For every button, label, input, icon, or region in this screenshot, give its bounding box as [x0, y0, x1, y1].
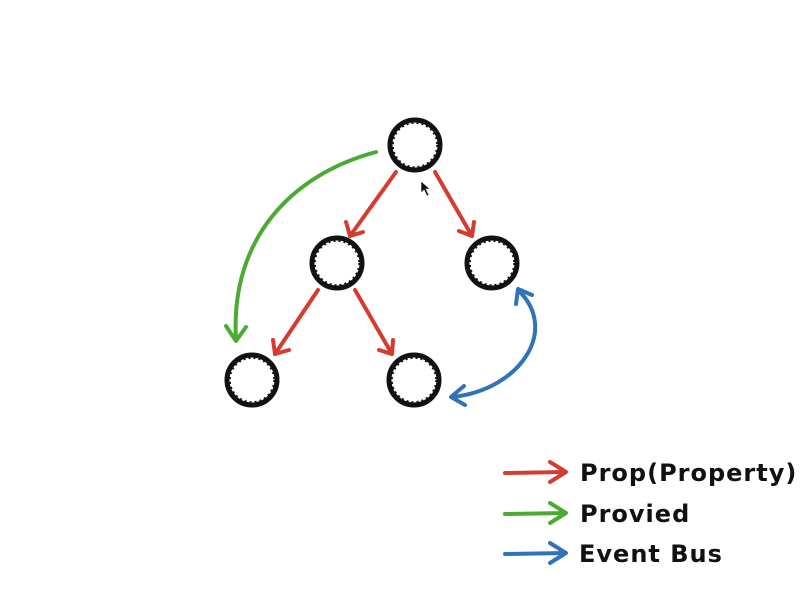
- nodes: [224, 117, 520, 408]
- legend-label-event-bus: Event Bus: [579, 540, 723, 568]
- legend: Prop(Property) Provied Event Bus: [503, 459, 797, 568]
- prop-arrow-root-to-left-child: [344, 170, 398, 238]
- node-left-child: [309, 235, 365, 291]
- provide-arrow-root-to-left-grandchild: [224, 150, 378, 343]
- legend-label-prop: Prop(Property): [580, 459, 797, 487]
- edges: [224, 150, 538, 407]
- node-left-grandchild: [224, 352, 280, 408]
- legend-label-provide: Provied: [580, 500, 690, 528]
- prop-arrow-left-child-to-left-grandchild: [271, 288, 320, 356]
- prop-arrow-root-to-right-child: [433, 170, 476, 238]
- legend-item-provide: Provied: [503, 500, 690, 528]
- node-root: [387, 117, 443, 173]
- event-bus-arrow-right-child-right-grandchild: [449, 287, 538, 407]
- mouse-cursor-icon: [420, 180, 431, 197]
- prop-arrow-left-child-to-right-grandchild: [353, 288, 395, 356]
- node-right-child: [464, 235, 520, 291]
- legend-item-prop: Prop(Property): [503, 459, 797, 487]
- node-right-grandchild: [386, 352, 442, 408]
- legend-item-event-bus: Event Bus: [503, 540, 723, 568]
